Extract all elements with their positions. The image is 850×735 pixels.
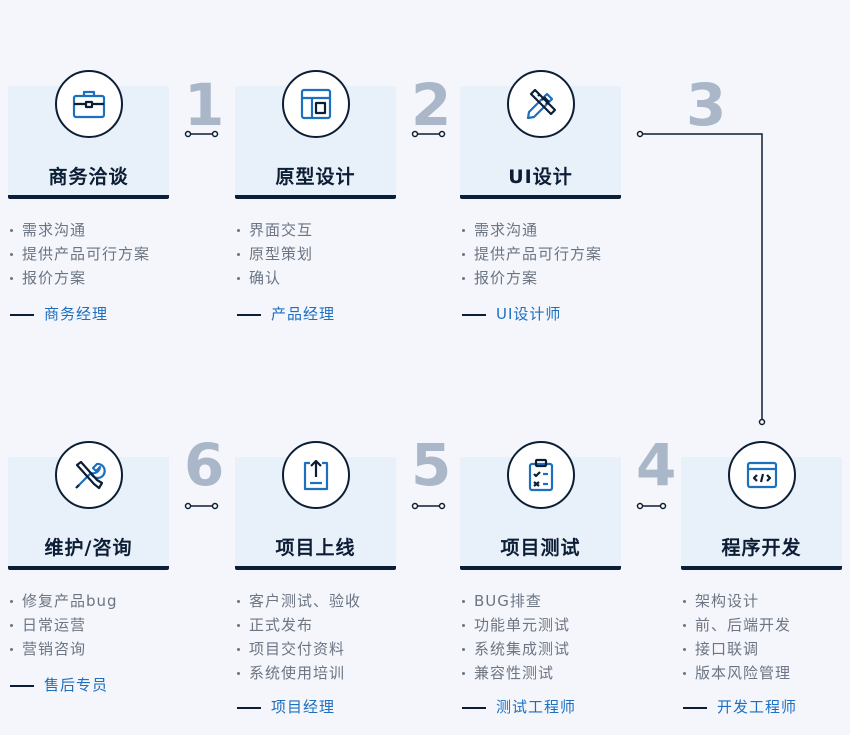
list-item: 正式发布 <box>235 613 361 637</box>
list-item: 报价方案 <box>8 266 150 290</box>
list-item: 确认 <box>235 266 313 290</box>
step-card-launch: 项目上线 <box>235 441 396 570</box>
step-role-development: 开发工程师 <box>681 697 797 717</box>
list-item: 界面交互 <box>235 218 313 242</box>
list-item: 项目交付资料 <box>235 637 361 661</box>
step-role-maintenance: 售后专员 <box>8 675 108 695</box>
step-bullets-prototype: 界面交互 原型策划 确认 <box>235 218 313 290</box>
step-bullets-development: 架构设计 前、后端开发 接口联调 版本风险管理 <box>681 589 791 685</box>
step-card-testing: 项目测试 <box>460 441 621 570</box>
design-tools-icon <box>506 70 575 138</box>
list-item: BUG排查 <box>460 589 570 613</box>
step-number-3: 3 <box>686 71 727 139</box>
list-item: 原型策划 <box>235 242 313 266</box>
list-item: 版本风险管理 <box>681 661 791 685</box>
list-item: 前、后端开发 <box>681 613 791 637</box>
clipboard-check-icon <box>506 441 575 509</box>
list-item: 系统使用培训 <box>235 661 361 685</box>
step-bullets-ui-design: 需求沟通 提供产品可行方案 报价方案 <box>460 218 602 290</box>
list-item: 日常运营 <box>8 613 118 637</box>
step-title: UI设计 <box>508 166 573 188</box>
connector-3-4 <box>640 133 763 422</box>
step-bullets-testing: BUG排查 功能单元测试 系统集成测试 兼容性测试 <box>460 589 570 685</box>
list-item: 接口联调 <box>681 637 791 661</box>
list-item: 报价方案 <box>460 266 602 290</box>
step-number-5: 5 <box>411 431 452 499</box>
step-bullets-business: 需求沟通 提供产品可行方案 报价方案 <box>8 218 150 290</box>
list-item: 客户测试、验收 <box>235 589 361 613</box>
code-window-icon <box>727 441 796 509</box>
step-title: 维护/咨询 <box>44 537 133 559</box>
step-role-ui-design: UI设计师 <box>460 304 561 324</box>
step-title: 项目上线 <box>275 537 356 559</box>
step-title: 原型设计 <box>275 166 356 188</box>
step-number-4: 4 <box>636 431 677 499</box>
step-card-ui-design: UI设计 <box>460 70 621 199</box>
step-number-2: 2 <box>411 71 452 139</box>
step-role-launch: 项目经理 <box>235 697 335 717</box>
list-item: 需求沟通 <box>460 218 602 242</box>
list-item: 架构设计 <box>681 589 791 613</box>
list-item: 需求沟通 <box>8 218 150 242</box>
list-item: 提供产品可行方案 <box>8 242 150 266</box>
upload-document-icon <box>281 441 350 509</box>
list-item: 兼容性测试 <box>460 661 570 685</box>
list-item: 系统集成测试 <box>460 637 570 661</box>
step-title: 程序开发 <box>721 537 802 559</box>
step-card-business: 商务洽谈 <box>8 70 169 199</box>
step-card-development: 程序开发 <box>681 441 842 570</box>
tools-icon <box>54 441 123 509</box>
list-item: 功能单元测试 <box>460 613 570 637</box>
list-item: 修复产品bug <box>8 589 118 613</box>
briefcase-icon <box>54 70 123 138</box>
step-number-1: 1 <box>184 71 225 139</box>
list-item: 提供产品可行方案 <box>460 242 602 266</box>
layout-icon <box>281 70 350 138</box>
step-card-prototype: 原型设计 <box>235 70 396 199</box>
step-title: 项目测试 <box>500 537 581 559</box>
step-bullets-maintenance: 修复产品bug 日常运营 营销咨询 <box>8 589 118 661</box>
step-role-business: 商务经理 <box>8 304 108 324</box>
step-card-maintenance: 维护/咨询 <box>8 441 169 570</box>
step-role-prototype: 产品经理 <box>235 304 335 324</box>
step-bullets-launch: 客户测试、验收 正式发布 项目交付资料 系统使用培训 <box>235 589 361 685</box>
step-title: 商务洽谈 <box>48 166 129 188</box>
step-role-testing: 测试工程师 <box>460 697 576 717</box>
step-number-6: 6 <box>184 431 225 499</box>
list-item: 营销咨询 <box>8 637 118 661</box>
